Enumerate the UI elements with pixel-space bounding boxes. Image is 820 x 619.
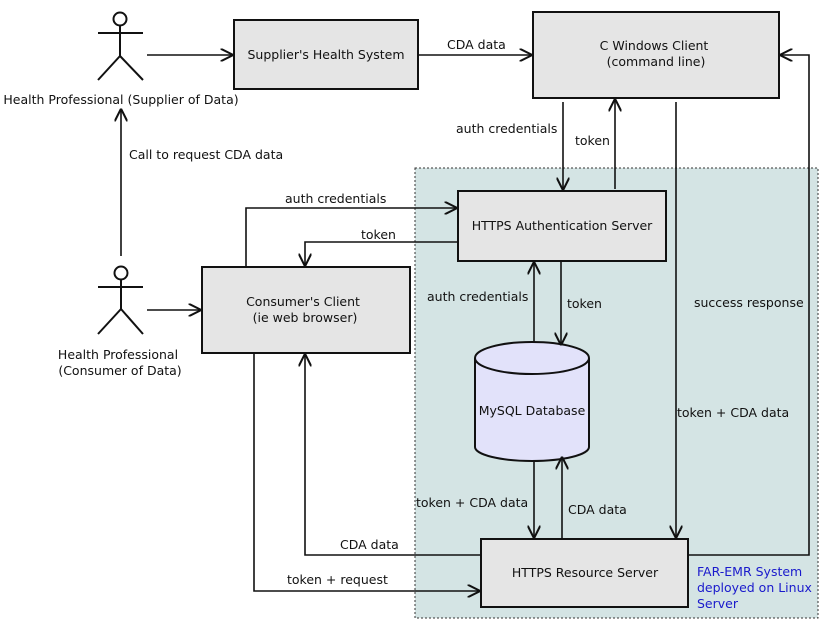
mysql-database-label: MySQL Database: [479, 403, 586, 418]
edge-consumer-to-resource: [253, 353, 479, 591]
edge-label-db-auth: auth credentials: [427, 289, 528, 304]
edge-label-request: Call to request CDA data: [129, 147, 283, 162]
edge-label-windows-token: token: [575, 133, 610, 148]
auth-server-label: HTTPS Authentication Server: [472, 218, 653, 233]
edge-label-supplier-cda: CDA data: [447, 37, 506, 52]
windows-client-label: C Windows Client (command line): [600, 38, 713, 69]
mysql-database-cylinder: [474, 341, 590, 462]
edge-label-db-to-resource: token + CDA data: [416, 495, 528, 510]
edge-label-consumer-to-resource: token + request: [287, 572, 388, 587]
edge-label-db-token: token: [567, 296, 602, 311]
edge-label-success: success response: [694, 295, 804, 310]
edge-label-windows-data: token + CDA data: [677, 405, 789, 420]
consumer-actor-icon: [97, 265, 144, 335]
edge-consumer-auth: [245, 208, 456, 267]
edge-label-consumer-token: token: [361, 227, 396, 242]
edge-resource-to-consumer: [305, 355, 481, 556]
consumer-client-label: Consumer's Client (ie web browser): [246, 294, 364, 325]
resource-server-box: [480, 538, 689, 608]
auth-server-box: [457, 190, 667, 262]
edge-success-response: [688, 55, 810, 556]
edge-label-windows-auth: auth credentials: [456, 121, 557, 136]
consumer-client-box: [201, 266, 411, 354]
edge-label-resource-to-db: CDA data: [568, 502, 627, 517]
resource-server-label: HTTPS Resource Server: [512, 565, 659, 580]
supplier-health-system-box: [233, 19, 419, 90]
system-label: FAR-EMR System deployed on Linux Server: [697, 564, 816, 611]
windows-client-box: [532, 11, 780, 99]
edge-consumer-token: [305, 241, 458, 265]
supplier-actor-label: Health Professional (Supplier of Data): [3, 92, 238, 107]
edge-label-resource-to-consumer: CDA data: [340, 537, 399, 552]
consumer-actor-label: Health Professional (Consumer of Data): [58, 347, 182, 378]
supplier-health-system-label: Supplier's Health System: [247, 47, 404, 62]
supplier-actor-icon: [97, 11, 144, 81]
edge-label-consumer-auth: auth credentials: [285, 191, 386, 206]
